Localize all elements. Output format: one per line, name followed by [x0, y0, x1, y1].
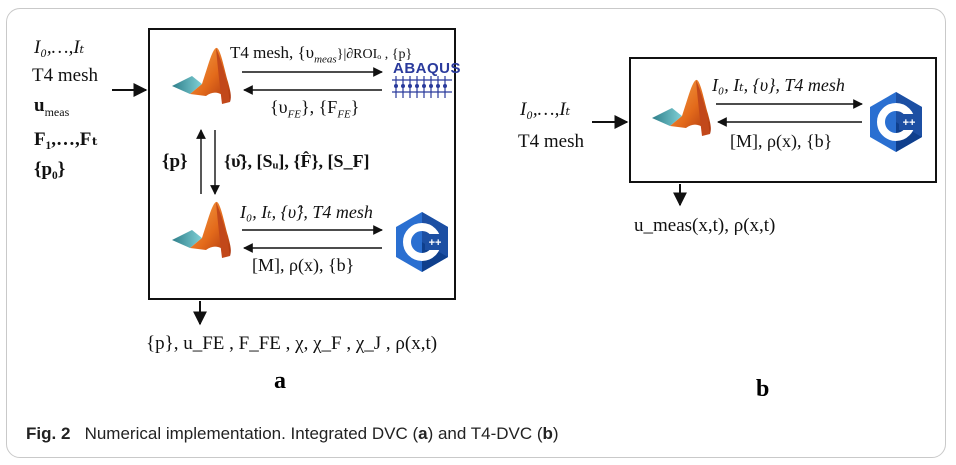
panel-a-input-F: F₁,…,Fₜ: [34, 129, 99, 150]
panel-a-bottom-lower-label: [M], ρ(x), {b}: [252, 255, 355, 275]
figure-frame: [6, 8, 946, 458]
panel-a-top-upper-label: T4 mesh, {υmeas}|∂ROIₒ , {p}: [230, 43, 413, 66]
panel-a-input-umeas: umeas: [34, 95, 70, 119]
figure-caption: Fig. 2 Numerical implementation. Integra…: [26, 424, 559, 443]
abaqus-logo-icon: [392, 76, 452, 98]
panel-a-bottom-upper-label: I₀, Iₜ, {υ̂}, T4 mesh: [240, 202, 373, 222]
panel-b-input-frames: I₀,…,Iₜ: [520, 99, 571, 120]
panel-a-box: [148, 28, 456, 300]
panel-a-right-loop-label: {υ̂}, [Sᵤ], {F̂}, [S_F]: [224, 151, 370, 171]
cpp-logo-icon: [870, 92, 922, 152]
panel-b-lower-label: [M], ρ(x), {b}: [730, 131, 833, 151]
panel-b-box: [629, 57, 937, 183]
panel-a-input-mesh: T4 mesh: [32, 65, 98, 86]
panel-a-output: {p}, u_FE , F_FE , χ, χ_F , χ_J , ρ(x,t): [146, 333, 438, 354]
panel-b-upper-label: I₀, Iₜ, {υ}, T4 mesh: [712, 75, 845, 95]
panel-b-output: u_meas(x,t), ρ(x,t): [634, 215, 776, 236]
abaqus-logo-text: ABAQUS: [393, 60, 462, 77]
panel-a-input-frames: I₀,…,Iₜ: [34, 37, 85, 58]
panel-a-input-p0: {p₀}: [34, 159, 66, 180]
panel-a-top-lower-label: {υFE}, {FFE}: [270, 97, 360, 121]
matlab-logo-icon: [652, 79, 711, 136]
panel-a-left-loop-label: {p}: [162, 151, 188, 172]
panel-b-input-mesh: T4 mesh: [518, 131, 584, 152]
panel-b-label: b: [756, 376, 770, 402]
panel-a-label: a: [274, 368, 286, 394]
